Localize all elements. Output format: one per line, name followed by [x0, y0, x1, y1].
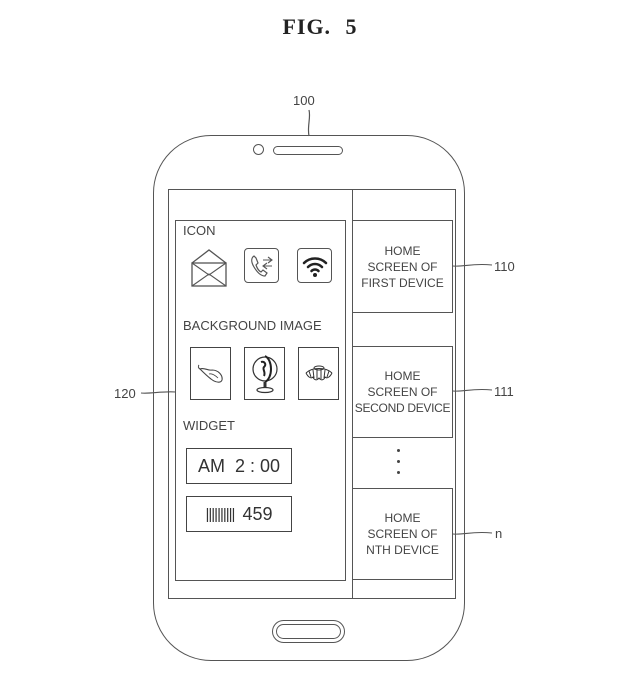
- wifi-icon[interactable]: [297, 248, 332, 283]
- counter-widget-value: 459: [242, 503, 273, 524]
- icon-section-label: ICON: [183, 223, 216, 238]
- clock-widget-time: AM 2 : 00: [197, 455, 281, 476]
- clock-widget[interactable]: AM 2 : 00: [186, 448, 292, 484]
- home-screen-line: HOME: [384, 511, 421, 525]
- envelope-icon[interactable]: [190, 247, 228, 287]
- barcode-icon: ||||||||||: [205, 505, 235, 523]
- leader-line-nth-home: [452, 531, 493, 535]
- home-screen-line: HOME: [384, 369, 421, 383]
- phone-call-transfer-icon[interactable]: [244, 248, 279, 283]
- edit-panel: [175, 220, 346, 581]
- widget-section-label: WIDGET: [183, 418, 235, 433]
- leader-line-first-home: [452, 263, 493, 267]
- ref-label-nth-home: n: [495, 526, 503, 541]
- ref-label-second-home: 111: [494, 384, 514, 399]
- home-screen-first-device[interactable]: HOME SCREEN OF FIRST DEVICE: [352, 220, 453, 313]
- background-image-flower[interactable]: [298, 347, 339, 400]
- phone-screen: [168, 189, 456, 599]
- home-button[interactable]: [272, 620, 345, 643]
- home-screen-nth-device[interactable]: HOME SCREEN OF NTH DEVICE: [352, 488, 453, 580]
- home-screen-line: SECOND DEVICE: [354, 401, 451, 415]
- home-screen-line: FIRST DEVICE: [361, 275, 444, 290]
- home-screen-line: NTH DEVICE: [366, 543, 439, 557]
- leader-line-device: [307, 109, 311, 137]
- more-home-screens-ellipsis: [396, 449, 402, 482]
- ref-label-edit-panel: 120: [114, 386, 136, 401]
- front-camera-icon: [253, 144, 264, 155]
- leader-line-second-home: [452, 388, 493, 392]
- home-screen-second-device[interactable]: HOME SCREEN OF SECOND DEVICE: [352, 346, 453, 438]
- ref-label-first-home: 110: [494, 259, 515, 274]
- home-screen-line: HOME: [384, 243, 421, 258]
- phone-body: [153, 135, 465, 661]
- ref-label-device: 100: [293, 93, 315, 108]
- home-button-inner: [276, 624, 341, 639]
- background-image-globe[interactable]: [244, 347, 285, 400]
- background-section-label: BACKGROUND IMAGE: [183, 318, 322, 333]
- home-screen-line: SCREEN OF: [367, 259, 438, 274]
- home-screen-line: SCREEN OF: [367, 385, 438, 399]
- background-image-mouse[interactable]: [190, 347, 231, 400]
- figure-title: FIG. 5: [282, 14, 358, 39]
- counter-widget[interactable]: |||||||||| 459: [186, 496, 292, 532]
- leader-line-edit-panel: [140, 391, 177, 394]
- earpiece-speaker: [273, 146, 343, 155]
- home-screen-line: SCREEN OF: [367, 527, 438, 541]
